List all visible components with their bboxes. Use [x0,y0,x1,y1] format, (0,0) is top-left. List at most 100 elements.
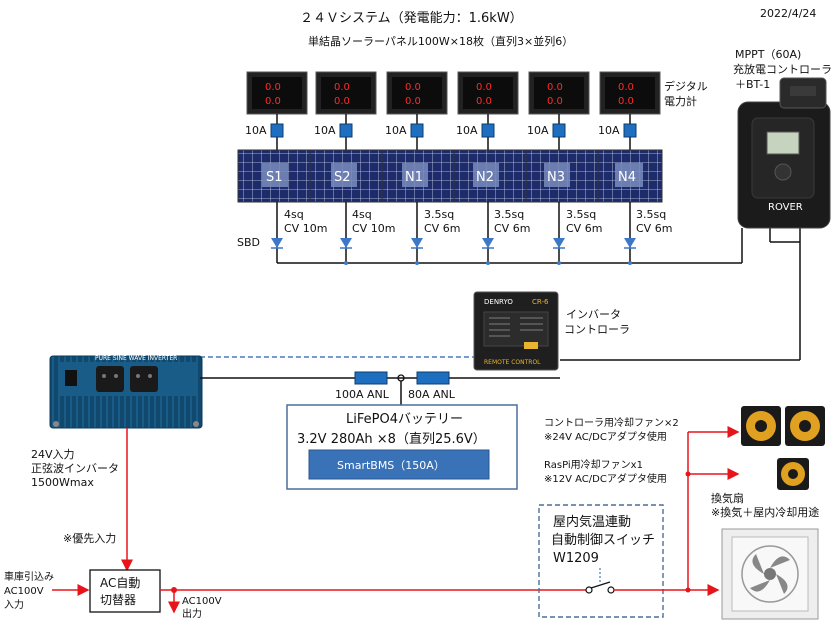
grid-input-line2: AC100V [4,586,44,597]
diagram-date: 2022/4/24 [760,7,816,20]
fuse-label: 10A [598,124,620,137]
fuse-80a-label: 80A ANL [408,388,456,401]
power-meter: 0.0 0.0 [246,71,308,115]
bt1-module [779,77,827,109]
meter-reading-top: 0.0 [547,82,563,93]
priority-note: ※優先入力 [63,532,116,545]
cable-size: 3.5sq [566,208,596,221]
power-meter: 0.0 0.0 [528,71,590,115]
sbd-label: SBD [237,236,260,249]
meter-reading-top: 0.0 [476,82,492,93]
ac-switch-line1: AC自動 [100,576,140,590]
cable-size: 3.5sq [494,208,524,221]
meter-reading-bottom: 0.0 [618,96,634,107]
solar-strings: 0.0 0.0 10A S1 4sq CV 10m 0.0 0.0 [237,71,672,263]
fuse-label: 10A [527,124,549,137]
mppt-controller: ROVER [737,101,831,229]
ac-output-line1: AC100V [182,596,222,607]
power-meter: 0.0 0.0 [386,71,448,115]
mppt-label-line3: ＋BT-1 [735,78,770,91]
panel-label: S2 [334,170,351,185]
mppt-label-line2: 充放電コントローラ [733,62,832,76]
cable-size: 3.5sq [636,208,666,221]
thermo-label-line1: 屋内気温連動 [553,514,631,530]
meter-reading-top: 0.0 [618,82,634,93]
cable-size: 4sq [284,208,304,221]
fuse-icon [410,123,424,138]
cable-length: CV 6m [636,222,672,235]
diode-icon [553,238,565,248]
fuse-label: 10A [314,124,336,137]
meter-reading-bottom: 0.0 [476,96,492,107]
panels-summary: 単結晶ソーラーパネル100W×18枚（直列3×並列6） [308,34,573,48]
meter-reading-top: 0.0 [405,82,421,93]
relay-switch-icon [585,568,615,594]
remote-brand: DENRYO [484,298,513,306]
meter-reading-bottom: 0.0 [405,96,421,107]
fuse-icon [552,123,566,138]
anl-fuse-icon [354,371,388,385]
inverter-panel-text: PURE SINE WAVE INVERTER [95,355,177,362]
sine-wave-inverter: PURE SINE WAVE INVERTER [49,355,203,429]
raspi-fan-label-line1: RasPi用冷却ファンx1 [544,458,643,471]
grid-input-line3: 入力 [4,598,24,611]
meter-label-line1: デジタル [664,79,708,93]
cable-length: CV 10m [284,222,327,235]
solar-string: 0.0 0.0 10A S1 4sq CV 10m [237,71,327,263]
fuse-100a-label: 100A ANL [335,388,390,401]
meter-reading-bottom: 0.0 [265,96,281,107]
diode-icon [271,238,283,248]
cable-length: CV 10m [352,222,395,235]
thermo-label-line2: 自動制御スイッチ [551,533,655,548]
meter-label-line2: 電力計 [664,94,697,108]
meter-reading-top: 0.0 [265,82,281,93]
fuse-icon [270,123,284,138]
controller-fan-label-line2: ※24V AC/DCアダプタ使用 [544,430,667,443]
meter-reading-bottom: 0.0 [334,96,350,107]
ac-switch-line2: 切替器 [100,593,136,607]
anl-fuse-icon [416,371,450,385]
remote-label-line1: インバータ [566,308,621,321]
panel-label: N1 [405,170,423,185]
ventilator-label-line2: ※換気＋屋内冷却用途 [711,505,819,519]
solar-string: 0.0 0.0 10A N4 3.5sq CV 6m [597,71,672,263]
solar-string: 0.0 0.0 10A S2 4sq CV 10m [309,71,395,263]
ventilator-label-line1: 換気扇 [711,491,744,505]
raspi-fan-icon [777,458,809,490]
cable-size: 3.5sq [424,208,454,221]
cable-length: CV 6m [424,222,460,235]
meter-reading-bottom: 0.0 [547,96,563,107]
thermo-label-line3: W1209 [553,551,599,566]
diode-icon [482,238,494,248]
thermo-switch-box [538,504,664,618]
cooling-fan-icon [741,406,781,446]
battery-spec: 3.2V 280Ah ×8（直列25.6V） [297,432,486,447]
grid-input-line1: 車庫引込み [4,570,54,583]
solar-string: 0.0 0.0 10A N1 3.5sq CV 6m [381,71,460,263]
raspi-fan-label-line2: ※12V AC/DCアダプタ使用 [544,472,667,485]
fuse-label: 10A [245,124,267,137]
fuse-label: 10A [456,124,478,137]
smart-bms [308,449,490,480]
fuse-icon [481,123,495,138]
inverter-label-line3: 1500Wmax [31,476,94,489]
remote-label-line2: コントローラ [564,323,630,336]
mppt-label-line1: MPPT（60A) [735,48,801,61]
cable-length: CV 6m [566,222,602,235]
lifepo4-battery: LiFePO4バッテリー 3.2V 280Ah ×8（直列25.6V） Smar… [286,404,518,490]
diode-icon [624,238,636,248]
fuse-icon [623,123,637,138]
cooling-fan-icon [785,406,825,446]
outlet-icon [96,366,124,392]
fuse-label: 10A [385,124,407,137]
controller-fan-label-line1: コントローラ用冷却ファン×2 [544,416,679,429]
panel-label: S1 [266,170,283,185]
inverter-label-line1: 24V入力 [31,448,75,461]
solar-string: 0.0 0.0 10A N2 3.5sq CV 6m [453,71,530,263]
bms-label: SmartBMS（150A） [337,459,445,472]
ventilation-fan-icon [721,528,819,620]
power-meter: 0.0 0.0 [457,71,519,115]
remote-model: CR-6 [532,298,549,306]
cable-length: CV 6m [494,222,530,235]
power-meter: 0.0 0.0 [315,71,377,115]
